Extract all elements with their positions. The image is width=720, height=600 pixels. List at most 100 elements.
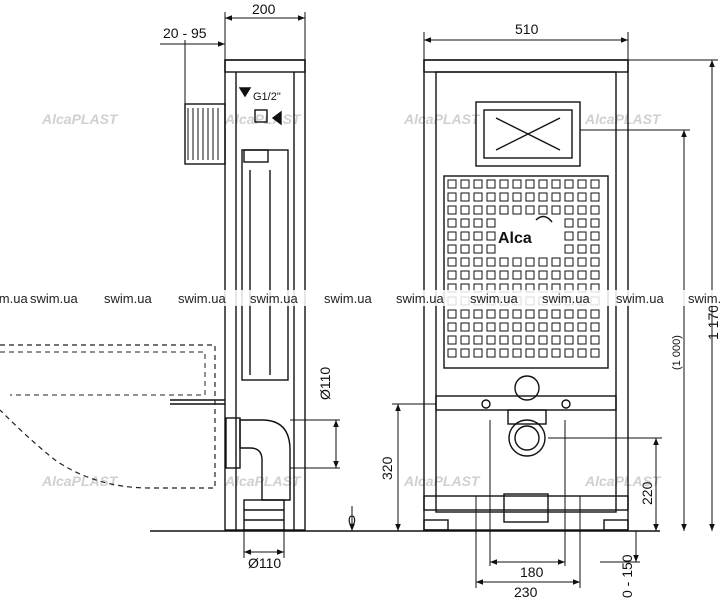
- panel-grid-cell: [590, 322, 600, 332]
- dim-panel-height: (1 000): [671, 335, 683, 370]
- panel-grid-cell: [473, 257, 483, 267]
- dim-inner-width: 180: [520, 564, 544, 580]
- cistern-panel: [443, 175, 609, 369]
- outlet-pipe-front-inner: [514, 425, 540, 451]
- panel-grid-cell: [551, 270, 561, 280]
- panel-grid-cell: [512, 192, 522, 202]
- dim-outlet-diameter: Ø110: [317, 367, 333, 400]
- panel-grid-cell: [460, 218, 470, 228]
- panel-grid-cell: [512, 322, 522, 332]
- panel-grid-cell: [499, 270, 509, 280]
- panel-grid-cell: [525, 192, 535, 202]
- panel-grid-cell: [447, 335, 457, 345]
- brand-watermark: AlcaPLAST: [224, 111, 302, 127]
- panel-grid-cell: [512, 309, 522, 319]
- panel-grid-cell: [590, 335, 600, 345]
- panel-grid-cell: [564, 231, 574, 241]
- outlet-pipe-front: [508, 419, 546, 457]
- panel-grid-cell: [499, 348, 509, 358]
- panel-grid-cell: [486, 218, 496, 228]
- brand-watermark: AlcaPLAST: [584, 111, 662, 127]
- panel-grid-cell: [577, 218, 587, 228]
- panel-grid-cell: [460, 244, 470, 254]
- panel-grid-cell: [538, 192, 548, 202]
- alca-logo: Alca: [496, 215, 553, 247]
- wc-seat-outline: [0, 351, 206, 396]
- panel-grid-cell: [447, 244, 457, 254]
- inlet-marker-icon: [238, 87, 252, 98]
- panel-grid-cell: [460, 231, 470, 241]
- panel-grid-cell: [447, 231, 457, 241]
- panel-grid-cell: [564, 335, 574, 345]
- inlet-valve: [254, 109, 268, 123]
- panel-grid-cell: [499, 309, 509, 319]
- panel-grid-cell: [486, 270, 496, 280]
- flush-plate: [483, 109, 573, 159]
- dim-seat-height: 220: [639, 481, 655, 505]
- panel-grid-cell: [577, 179, 587, 189]
- flush-pipe-connection: [514, 375, 540, 401]
- panel-grid-cell: [473, 192, 483, 202]
- flush-plate-opening: [475, 101, 581, 167]
- panel-grid-cell: [564, 192, 574, 202]
- site-watermark: swim.ua: [396, 291, 444, 306]
- logo-text: Alca: [498, 230, 532, 247]
- panel-grid-cell: [460, 335, 470, 345]
- support-beam: [435, 395, 617, 411]
- panel-grid-cell: [525, 335, 535, 345]
- panel-grid-cell: [577, 257, 587, 267]
- panel-grid-cell: [525, 205, 535, 215]
- panel-grid-cell: [512, 348, 522, 358]
- site-watermark: swim.ua: [104, 291, 152, 306]
- panel-grid-cell: [577, 244, 587, 254]
- site-watermark: swim.ua: [616, 291, 664, 306]
- panel-grid-cell: [577, 205, 587, 215]
- panel-grid-cell: [512, 270, 522, 280]
- panel-grid-cell: [564, 348, 574, 358]
- dimension-labels: 200 20 - 95 G1/2" 510 Ø110 180 230 0 Ø11…: [163, 1, 720, 600]
- panel-grid-cell: [473, 270, 483, 280]
- panel-grid-cell: [486, 335, 496, 345]
- dim-wall-offset: 20 - 95: [163, 25, 207, 41]
- panel-grid-cell: [460, 179, 470, 189]
- panel-grid-cell: [473, 322, 483, 332]
- panel-grid-cell: [486, 205, 496, 215]
- panel-grid-cell: [525, 348, 535, 358]
- brand-watermark: AlcaPLAST: [584, 473, 662, 489]
- front-frame-bottom-bar: [423, 495, 629, 511]
- panel-grid-cell: [460, 348, 470, 358]
- panel-grid-cell: [538, 335, 548, 345]
- panel-grid-cell: [590, 218, 600, 228]
- panel-grid-cell: [460, 192, 470, 202]
- panel-grid-cell: [564, 257, 574, 267]
- panel-grid-cell: [512, 179, 522, 189]
- front-frame-top-bar: [423, 59, 629, 73]
- panel-grid-cell: [486, 309, 496, 319]
- panel-grid-cell: [551, 322, 561, 332]
- dim-total-height: 1 170: [705, 305, 720, 340]
- panel-grid-cell: [525, 179, 535, 189]
- panel-grid-cell: [447, 322, 457, 332]
- panel-grid-cell: [590, 257, 600, 267]
- foot-right: [603, 519, 629, 531]
- panel-grid-cell: [499, 179, 509, 189]
- panel-grid-cell: [473, 244, 483, 254]
- panel-grid-cell: [590, 244, 600, 254]
- mounting-bolt: [481, 399, 491, 409]
- panel-grid-cell: [447, 205, 457, 215]
- panel-grid-cell: [486, 192, 496, 202]
- panel-grid-cell: [538, 348, 548, 358]
- panel-grid-cell: [460, 322, 470, 332]
- panel-grid-cell: [473, 335, 483, 345]
- site-watermark: swim.ua: [324, 291, 372, 306]
- site-watermark: swim.ua: [30, 291, 78, 306]
- panel-grid-cell: [473, 348, 483, 358]
- panel-grid-cell: [551, 192, 561, 202]
- panel-grid-cell: [447, 192, 457, 202]
- panel-grid-cell: [564, 179, 574, 189]
- site-watermark: swim.ua: [0, 291, 28, 306]
- panel-grid-cell: [590, 231, 600, 241]
- mounting-bolt: [561, 399, 571, 409]
- brand-watermark: AlcaPLAST: [41, 473, 119, 489]
- panel-grid-cell: [590, 192, 600, 202]
